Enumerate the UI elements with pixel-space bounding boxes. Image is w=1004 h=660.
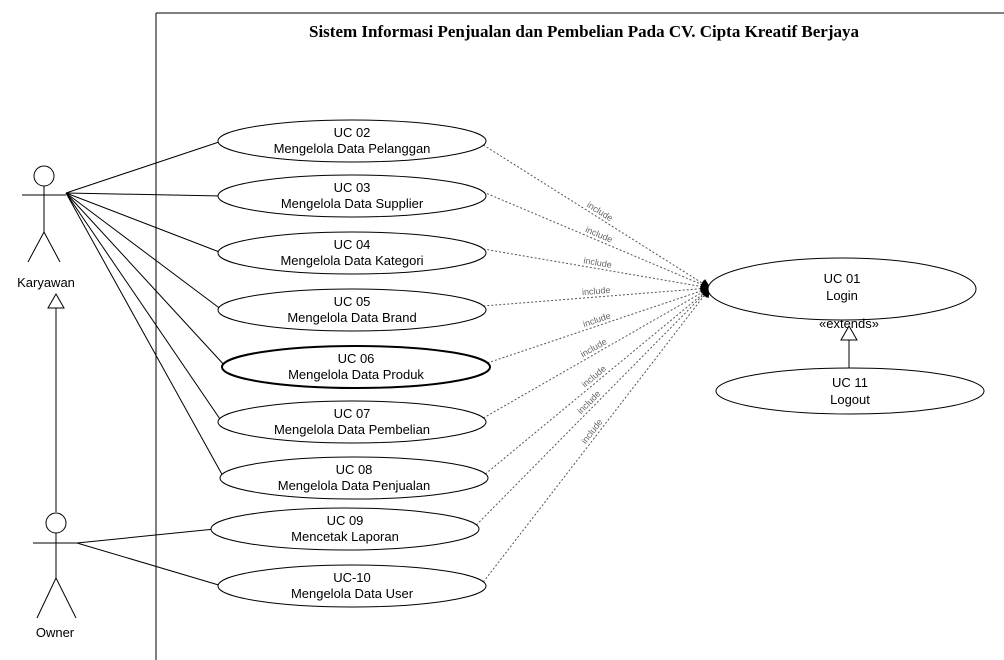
use-case-name: Mengelola Data Supplier [281, 196, 424, 211]
use-case-name: Mengelola Data Brand [287, 310, 416, 325]
use-case-code: UC 08 [336, 462, 373, 477]
use-case-code: UC-10 [333, 570, 371, 585]
include-line [483, 287, 711, 419]
association-line [65, 192, 223, 423]
use-case-name: Mencetak Laporan [291, 529, 399, 544]
use-case-code: UC 02 [334, 125, 371, 140]
actor-label-karyawan: Karyawan [17, 275, 75, 290]
association-links [65, 140, 227, 587]
use-case-name: Login [826, 288, 858, 303]
include-line [487, 286, 711, 364]
association-line [65, 192, 223, 311]
actor-label-owner: Owner [36, 625, 75, 640]
use-case-code: UC 04 [334, 237, 371, 252]
include-line [485, 287, 711, 475]
extends-label: «extends» [819, 316, 879, 331]
use-case-code: UC 03 [334, 180, 371, 195]
use-case-code: UC 07 [334, 406, 371, 421]
use-case-login[interactable]: UC 01 Login [707, 257, 977, 321]
association-line [65, 192, 227, 368]
use-case-code: UC 11 [832, 375, 868, 390]
extends-arrowhead-icon [840, 324, 858, 341]
include-label: include [575, 389, 602, 416]
use-case-name: Mengelola Data User [291, 586, 414, 601]
include-line [475, 287, 711, 526]
use-case-name: Logout [830, 392, 870, 407]
include-label: include [582, 285, 611, 297]
use-case-code: UC 06 [338, 351, 375, 366]
include-label: include [584, 224, 614, 244]
include-line [483, 191, 711, 290]
actor-karyawan[interactable]: Karyawan [17, 165, 75, 290]
use-case-logout[interactable]: UC 11 Logout [715, 367, 985, 415]
include-label: include [583, 255, 613, 270]
association-line [65, 192, 225, 479]
use-case-name: Mengelola Data Produk [288, 367, 424, 382]
include-links: include include include include include inclu… [475, 144, 711, 583]
use-case-code: UC 09 [327, 513, 364, 528]
use-case-name: Mengelola Data Penjualan [278, 478, 431, 493]
include-label: include [582, 311, 612, 330]
include-line [483, 283, 711, 307]
use-case-name: Mengelola Data Kategori [280, 253, 423, 268]
use-case-code: UC 01 [824, 271, 861, 286]
include-label: include [579, 336, 609, 359]
association-line [65, 192, 223, 254]
actor-head-icon [45, 512, 67, 534]
include-line [483, 144, 711, 289]
association-line [76, 528, 216, 544]
association-line [65, 192, 223, 197]
use-case-name: Mengelola Data Pelanggan [274, 141, 431, 156]
include-line [482, 287, 711, 583]
generalization-arrowhead-icon [47, 292, 65, 309]
use-case-code: UC 05 [334, 294, 371, 309]
actor-owner[interactable]: Owner [33, 512, 77, 640]
diagram-title: Sistem Informasi Penjualan dan Pembelian… [309, 22, 859, 41]
association-line [65, 140, 223, 194]
actor-head-icon [33, 165, 55, 187]
include-line [483, 248, 711, 292]
use-case-name: Mengelola Data Pembelian [274, 422, 430, 437]
association-line [76, 542, 223, 587]
